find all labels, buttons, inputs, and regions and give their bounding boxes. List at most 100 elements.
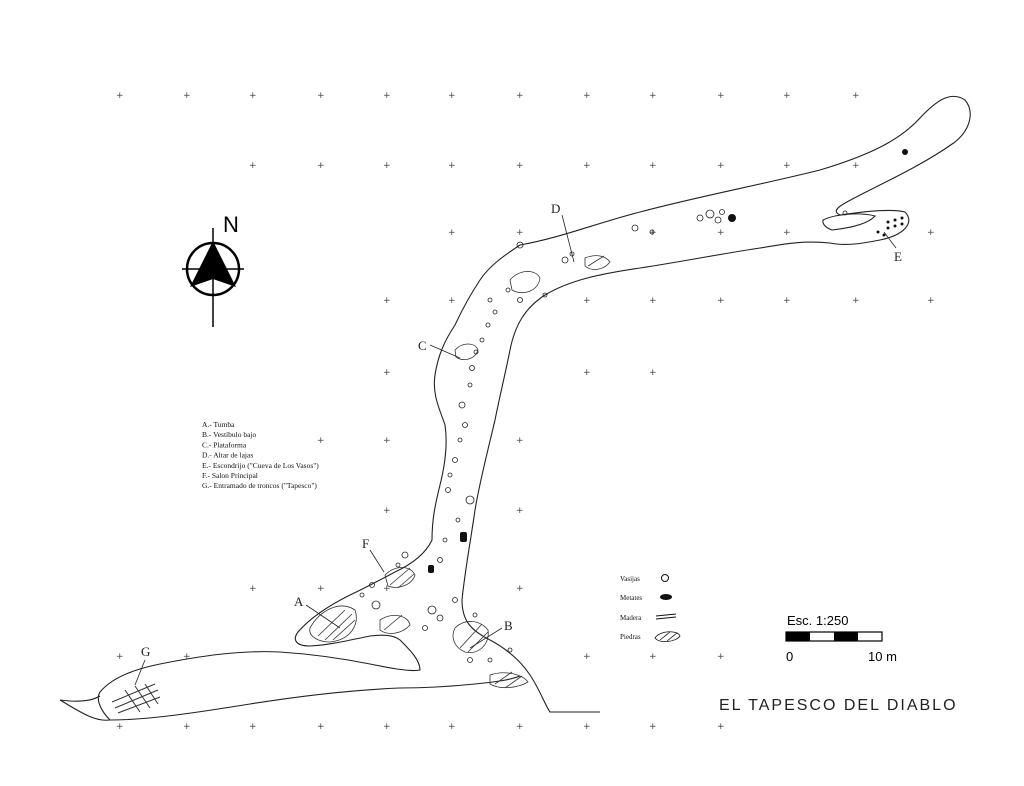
legend-vessels-label: Vasijas (620, 575, 640, 583)
artifact-marker (369, 582, 375, 588)
artifact-marker (517, 297, 523, 303)
grid-cross: + (783, 91, 791, 101)
artifact-marker (455, 517, 461, 523)
label-a: A (294, 594, 304, 609)
map-title: EL TAPESCO DEL DIABLO (719, 697, 958, 714)
point-labels: A B C D E F G (134, 201, 902, 686)
label-d: D (551, 201, 560, 216)
grid-cross: + (116, 722, 124, 732)
grid-cross: + (649, 228, 657, 238)
artifact-marker (485, 322, 491, 328)
artifact-marker (705, 209, 715, 219)
artifact-marker (561, 256, 569, 264)
legend-stones-label: Piedras (620, 633, 641, 641)
grid-cross: + (516, 91, 524, 101)
artifact-marker (719, 209, 725, 215)
grid-cross: + (448, 91, 456, 101)
grid-cross: + (583, 296, 591, 306)
grid-cross: + (317, 436, 325, 446)
artifact-marker (631, 224, 639, 232)
artifact-marker (516, 241, 524, 249)
scale-label: Esc. 1:250 (787, 613, 848, 628)
wood-icon (655, 613, 677, 620)
grid-cross: + (249, 91, 257, 101)
stone-icon (654, 631, 681, 642)
label-c: C (418, 338, 427, 353)
grid-cross: + (852, 161, 860, 171)
grid-cross: + (649, 652, 657, 662)
artifact-marker (457, 437, 463, 443)
grid-cross: + (516, 436, 524, 446)
legend-location-4: E.- Escondrijo ("Cueva de Los Vasos") (202, 461, 319, 470)
artifact-marker (696, 214, 704, 222)
grid-cross: + (649, 722, 657, 732)
legend-location-0: A.- Tumba (202, 420, 235, 429)
grid-cross: + (383, 296, 391, 306)
stone-hatch-areas (309, 255, 611, 689)
grid-cross: + (649, 91, 657, 101)
grid-cross: + (317, 91, 325, 101)
artifact-marker (492, 309, 498, 315)
artifact-marker (371, 600, 381, 610)
scale-start: 0 (786, 649, 793, 664)
grid-cross: + (649, 368, 657, 378)
grid-cross: + (783, 228, 791, 238)
grid-cross: + (249, 722, 257, 732)
label-f: F (362, 536, 369, 551)
grid-cross: + (583, 91, 591, 101)
artifact-marker (427, 605, 437, 615)
artifact-marker (842, 210, 848, 216)
grid-cross: + (317, 722, 325, 732)
grid-cross: + (649, 296, 657, 306)
grid-cross: + (717, 652, 725, 662)
label-e: E (894, 249, 902, 264)
grid-cross: + (448, 296, 456, 306)
grid-cross: + (383, 436, 391, 446)
grid-cross: + (317, 584, 325, 594)
grid-cross: + (927, 228, 935, 238)
artifact-marker (445, 487, 451, 493)
north-label: N (223, 212, 239, 237)
artifact-marker (469, 365, 475, 371)
grid-cross: + (516, 228, 524, 238)
grid-cross: + (717, 161, 725, 171)
artifact-marker (472, 612, 478, 618)
artifact-marker (542, 292, 548, 298)
artifact-marker (467, 657, 473, 663)
grid-cross: + (448, 161, 456, 171)
grid-cross: + (383, 722, 391, 732)
grid-cross: + (852, 296, 860, 306)
grid-cross: + (516, 722, 524, 732)
grid-cross: + (183, 652, 191, 662)
grid-cross: + (249, 584, 257, 594)
grid-cross: + (583, 722, 591, 732)
artifact-marker (505, 287, 511, 293)
legend-location-1: B.- Vestíbulo bajo (202, 430, 256, 439)
grid-cross: + (448, 228, 456, 238)
legend-location-6: G.- Entramado de troncos ("Tapesco") (202, 481, 317, 490)
artifact-marker (462, 422, 468, 428)
area-e-dots (876, 216, 904, 237)
artifact-marker (422, 625, 428, 631)
grid-cross: + (183, 91, 191, 101)
artifact-marker (452, 457, 458, 463)
cave-outline (59, 95, 971, 721)
legend-location-3: D.- Altar de lajas (202, 451, 253, 460)
grid-cross: + (852, 91, 860, 101)
grid-cross: + (783, 296, 791, 306)
artifact-marker (649, 229, 655, 235)
artifact-marker (473, 349, 479, 355)
artifact-marker (395, 562, 401, 568)
grid-cross: + (583, 368, 591, 378)
metate-markers (428, 149, 908, 573)
grid-cross: + (383, 584, 391, 594)
grid-cross: + (383, 161, 391, 171)
scale-bar: Esc. 1:250 0 10 m (785, 613, 897, 664)
artifact-marker (436, 614, 444, 622)
grid-cross: + (383, 91, 391, 101)
artifact-marker (714, 216, 722, 224)
grid-cross: + (583, 652, 591, 662)
grid-cross: + (717, 296, 725, 306)
